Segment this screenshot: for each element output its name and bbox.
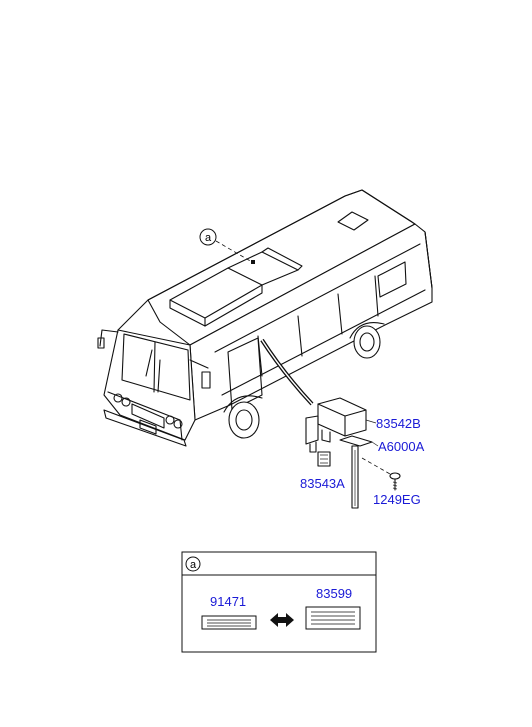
- legend-box: a 91471 83599: [181, 551, 377, 653]
- part-sensor-A6000A: [339, 435, 379, 509]
- leader-line-module: [260, 338, 314, 406]
- legend-plate-left: [201, 615, 257, 630]
- legend-label-right: 83599: [316, 586, 352, 601]
- bus-illustration: [97, 189, 433, 447]
- legend-marker: a: [190, 559, 197, 571]
- callout-a-roof-label: a: [205, 232, 212, 244]
- double-arrow-icon: [270, 613, 294, 627]
- label-A6000A: A6000A: [378, 439, 425, 454]
- part-bracket-83543A: [317, 451, 331, 467]
- legend-plate-right: [305, 606, 361, 630]
- callout-a-roof: a: [199, 228, 255, 264]
- label-1249EG: 1249EG: [373, 492, 421, 507]
- legend-label-left: 91471: [210, 594, 246, 609]
- part-screw-1249EG: [361, 457, 401, 491]
- label-83542B: 83542B: [376, 416, 421, 431]
- label-83543A: 83543A: [300, 476, 345, 491]
- part-module-83542B: [305, 397, 377, 453]
